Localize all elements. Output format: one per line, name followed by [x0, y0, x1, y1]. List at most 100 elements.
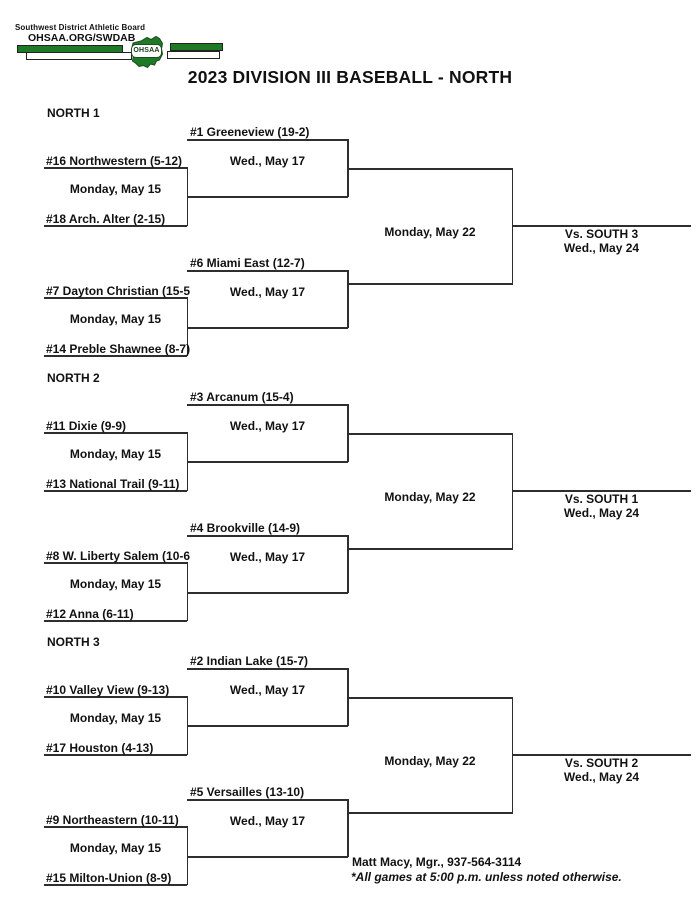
game-date-b: Wed., May 17: [229, 550, 306, 564]
game-connector-a: [347, 139, 349, 197]
playin-date-a: Monday, May 15: [69, 182, 162, 196]
team-line-a1: [44, 432, 187, 434]
advance-line-b: [348, 548, 513, 550]
bracket-section-north-3: NORTH 3 #2 Indian Lake (15-7) Wed., May …: [0, 529, 700, 907]
game-connector-b: [347, 535, 349, 593]
org-website: OHSAA.ORG/SWDAB: [28, 32, 136, 44]
team-b1: #7 Dayton Christian (15-5: [46, 284, 191, 298]
team-seed-b: #5 Versailles (13-10): [190, 785, 305, 799]
game-connector-a: [347, 668, 349, 726]
game-connector-b: [347, 799, 349, 857]
team-seed-b: #4 Brookville (14-9): [190, 521, 301, 535]
section-label: NORTH 1: [47, 106, 100, 120]
advance-info: Vs. SOUTH 2 Wed., May 24: [512, 756, 691, 784]
playin-date-b: Monday, May 15: [69, 312, 162, 326]
team-b2: #14 Preble Shawnee (8-7): [46, 342, 191, 356]
team-a2: #18 Arch. Alter (2-15): [46, 212, 166, 226]
playin-connector-a: [186, 432, 189, 491]
team-seed-a: #3 Arcanum (15-4): [190, 390, 294, 404]
team-a2: #13 National Trail (9-11): [46, 477, 180, 491]
game-connector-a: [347, 404, 349, 462]
regional-advance-line: [512, 225, 691, 227]
games-note: *All games at 5:00 p.m. unless noted oth…: [351, 870, 622, 884]
advance-date: Wed., May 24: [563, 240, 640, 255]
team-line-b2: [44, 620, 187, 622]
advance-opponent: Vs. SOUTH 3: [564, 227, 639, 241]
seed-line-b: [187, 535, 348, 537]
team-seed-a: #1 Greeneview (19-2): [190, 125, 310, 139]
team-b2: #12 Anna (6-11): [46, 607, 134, 621]
playin-connector-b: [186, 826, 189, 885]
ohsaa-logo: OHSAA: [131, 44, 162, 58]
logo-bar-right-green: [170, 43, 223, 51]
game-date-a: Wed., May 17: [229, 154, 306, 168]
playin-winner-line-a: [187, 196, 348, 198]
game-date-a: Wed., May 17: [229, 683, 306, 697]
advance-opponent: Vs. SOUTH 2: [564, 756, 639, 770]
regional-advance-line: [512, 490, 691, 492]
team-line-b1: [44, 562, 187, 564]
playin-winner-line-b: [187, 327, 348, 329]
playin-winner-line-a: [187, 461, 348, 463]
game-date-b: Wed., May 17: [229, 285, 306, 299]
playin-connector-b: [186, 562, 189, 621]
team-b1: #8 W. Liberty Salem (10-6: [46, 549, 191, 563]
team-line-a1: [44, 696, 187, 698]
team-line-b2: [44, 355, 187, 357]
team-line-b1: [44, 297, 187, 299]
section-label: NORTH 2: [47, 371, 100, 385]
team-seed-a: #2 Indian Lake (15-7): [190, 654, 309, 668]
team-seed-b: #6 Miami East (12-7): [190, 256, 305, 270]
final-game-date: Monday, May 22: [384, 490, 476, 504]
manager-contact: Matt Macy, Mgr., 937-564-3114: [352, 855, 522, 869]
bracket-section-north-1: NORTH 1 #1 Greeneview (19-2) Wed., May 1…: [0, 0, 700, 380]
playin-winner-line-a: [187, 725, 348, 727]
section-label: NORTH 3: [47, 635, 100, 649]
seed-line-a: [187, 668, 348, 670]
game-connector-b: [347, 270, 349, 328]
seed-line-a: [187, 139, 348, 141]
final-game-date: Monday, May 22: [384, 754, 476, 768]
regional-advance-line: [512, 754, 691, 756]
logo-bar-right-white: [167, 51, 220, 59]
playin-connector-b: [186, 297, 189, 356]
advance-date: Wed., May 24: [563, 769, 640, 784]
playin-connector-a: [186, 696, 189, 755]
playin-date-b: Monday, May 15: [69, 577, 162, 591]
advance-line-b: [348, 283, 513, 285]
team-line-a2: [44, 754, 187, 756]
advance-line-a: [348, 697, 513, 699]
advance-date: Wed., May 24: [563, 505, 640, 520]
team-a1: #10 Valley View (9-13): [46, 683, 170, 697]
playin-date-b: Monday, May 15: [69, 841, 162, 855]
team-line-a2: [44, 225, 187, 227]
team-b2: #15 Milton-Union (8-9): [46, 871, 172, 885]
team-b1: #9 Northeastern (10-11): [46, 813, 179, 827]
team-line-b1: [44, 826, 187, 828]
bracket-section-north-2: NORTH 2 #3 Arcanum (15-4) Wed., May 17 #…: [0, 265, 700, 645]
team-a1: #11 Dixie (9-9): [46, 419, 127, 433]
game-date-b: Wed., May 17: [229, 814, 306, 828]
game-date-a: Wed., May 17: [229, 419, 306, 433]
org-name: Southwest District Athletic Board: [15, 23, 146, 32]
advance-info: Vs. SOUTH 1 Wed., May 24: [512, 492, 691, 520]
advance-line-a: [348, 433, 513, 435]
playin-winner-line-b: [187, 856, 348, 858]
advance-line-b: [348, 812, 513, 814]
playin-date-a: Monday, May 15: [69, 711, 162, 725]
seed-line-a: [187, 404, 348, 406]
page-title: 2023 DIVISION III BASEBALL - NORTH: [187, 67, 513, 87]
team-line-a1: [44, 167, 187, 169]
final-game-date: Monday, May 22: [384, 225, 476, 239]
playin-connector-a: [186, 167, 189, 226]
advance-line-a: [348, 168, 513, 170]
seed-line-b: [187, 799, 348, 801]
playin-date-a: Monday, May 15: [69, 447, 162, 461]
team-a1: #16 Northwestern (5-12): [46, 154, 183, 168]
seed-line-b: [187, 270, 348, 272]
team-line-b2: [44, 884, 187, 886]
advance-opponent: Vs. SOUTH 1: [564, 492, 639, 506]
advance-info: Vs. SOUTH 3 Wed., May 24: [512, 227, 691, 255]
team-a2: #17 Houston (4-13): [46, 741, 154, 755]
